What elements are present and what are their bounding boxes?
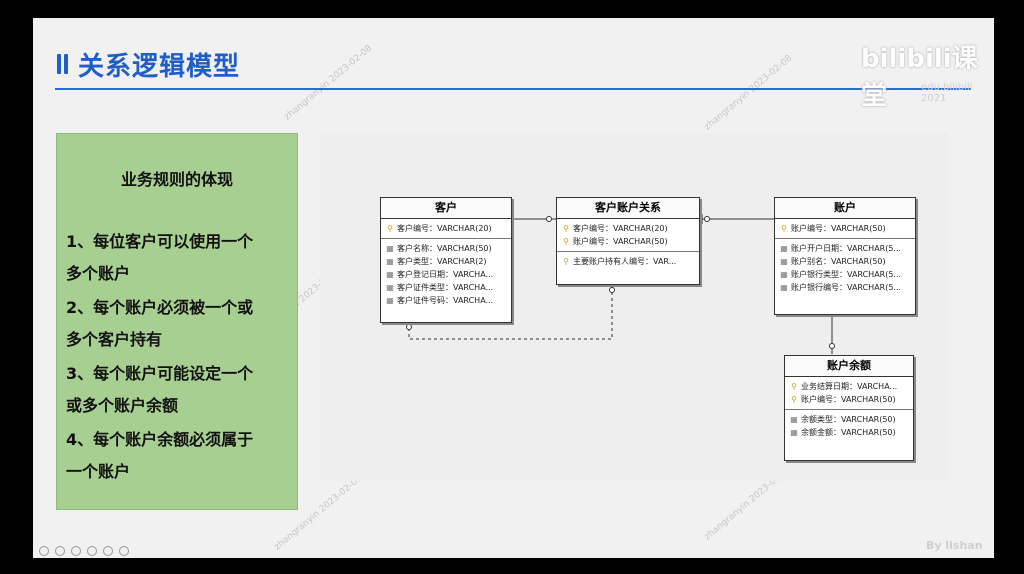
- pk-key-icon: ⚲: [781, 224, 787, 233]
- key-section: ⚲账户编号：VARCHAR(50): [775, 219, 915, 239]
- rules-heading: 业务规则的体现: [120, 170, 233, 189]
- attribute[interactable]: ▦账户银行编号：VARCHAR(5...: [780, 283, 902, 292]
- rule-line: 3、每个账户可能设定一个: [66, 364, 254, 383]
- attribute[interactable]: ▦客户类型：VARCHAR(2): [386, 257, 487, 266]
- pen-icon[interactable]: [71, 546, 81, 556]
- entity-title: 账户余额: [785, 356, 913, 377]
- rule-line: 或多个账户余额: [66, 396, 179, 415]
- attribute-section: ▦账户开户日期：VARCHAR(5... ▦账户别名：VARCHAR(50) ▦…: [775, 239, 915, 297]
- brand-logo: bilibili课堂: [861, 44, 978, 111]
- optional-marker: [704, 216, 710, 222]
- prev-slide-icon[interactable]: [39, 546, 49, 556]
- column-icon: ▦: [790, 415, 798, 424]
- entity-title: 账户: [775, 198, 915, 219]
- column-icon: ▦: [386, 257, 394, 266]
- key-attribute[interactable]: ⚲账户编号：VARCHAR(50): [775, 222, 915, 235]
- optional-marker: [609, 287, 615, 293]
- next-slide-icon[interactable]: [55, 546, 65, 556]
- entity-account-balance[interactable]: 账户余额 ⚲业务结算日期：VARCHA... ⚲账户编号：VARCHAR(50)…: [784, 355, 914, 461]
- optional-marker: [546, 216, 552, 222]
- entity-title: 客户账户关系: [557, 198, 699, 219]
- column-icon: ▦: [386, 270, 394, 279]
- attribute[interactable]: ▦账户开户日期：VARCHAR(5...: [780, 244, 902, 253]
- attribute-section: ▦客户名称：VARCHAR(50) ▦客户类型：VARCHAR(2) ▦客户登记…: [381, 239, 511, 310]
- pk-key-icon: ⚲: [791, 382, 797, 391]
- column-icon: ▦: [386, 296, 394, 305]
- column-icon: ▦: [780, 283, 788, 292]
- entity-title: 客户: [381, 198, 511, 219]
- footer-author: By lishan: [926, 539, 983, 552]
- menu-icon[interactable]: [87, 546, 97, 556]
- attribute[interactable]: ▦余额金额：VARCHAR(50): [790, 428, 896, 437]
- key-section: ⚲业务结算日期：VARCHA... ⚲账户编号：VARCHAR(50): [785, 377, 913, 410]
- entity-customer[interactable]: 客户 ⚲客户编号：VARCHAR(20) ▦客户名称：VARCHAR(50) ▦…: [380, 197, 512, 323]
- pfk-key-icon: ⚲: [563, 224, 569, 233]
- slide-title-bar: 关系逻辑模型: [57, 46, 240, 82]
- column-icon: ▦: [780, 244, 788, 253]
- pfk-key-icon: ⚲: [563, 237, 569, 246]
- attribute[interactable]: ▦账户银行类型：VARCHAR(5...: [780, 270, 902, 279]
- column-icon: ▦: [780, 257, 788, 266]
- attribute-section: ⚲主要账户持有人编号：VAR...: [557, 252, 699, 271]
- column-icon: ▦: [790, 428, 798, 437]
- zoom-icon[interactable]: [103, 546, 113, 556]
- title-divider: [55, 88, 971, 90]
- watermark: zhangranyin 2023-02-08: [282, 43, 375, 123]
- entity-account[interactable]: 账户 ⚲账户编号：VARCHAR(50) ▦账户开户日期：VARCHAR(5..…: [774, 197, 916, 315]
- attribute[interactable]: ⚲主要账户持有人编号：VAR...: [557, 255, 699, 268]
- business-rules-panel: 业务规则的体现 1、每位客户可以使用一个 多个账户 2、每个账户必须被一个或 多…: [56, 133, 298, 510]
- rule-line: 4、每个账户余额必须属于: [66, 430, 254, 449]
- column-icon: ▦: [780, 270, 788, 279]
- optional-marker: [406, 324, 412, 330]
- key-section: ⚲客户编号：VARCHAR(20) ⚲账户编号：VARCHAR(50): [557, 219, 699, 252]
- column-icon: ▦: [386, 283, 394, 292]
- pk-key-icon: ⚲: [387, 224, 393, 233]
- attribute[interactable]: ▦账户别名：VARCHAR(50): [780, 257, 886, 266]
- more-icon[interactable]: [119, 546, 129, 556]
- fk-icon: ⚲: [563, 257, 569, 266]
- attribute[interactable]: ▦客户登记日期：VARCHA...: [386, 270, 494, 279]
- attribute[interactable]: ▦客户证件类型：VARCHA...: [386, 283, 494, 292]
- rule-line: 多个账户: [66, 264, 131, 283]
- key-section: ⚲客户编号：VARCHAR(20): [381, 219, 511, 239]
- attribute-section: ▦余额类型：VARCHAR(50) ▦余额金额：VARCHAR(50): [785, 410, 913, 442]
- optional-marker: [829, 343, 835, 349]
- rule-line: 一个账户: [66, 462, 131, 481]
- slide-title: 关系逻辑模型: [78, 51, 241, 82]
- er-diagram: 客户 ⚲客户编号：VARCHAR(20) ▦客户名称：VARCHAR(50) ▦…: [320, 133, 948, 481]
- title-bars-icon: [57, 54, 68, 74]
- pfk-key-icon: ⚲: [791, 395, 797, 404]
- key-attribute[interactable]: ⚲账户编号：VARCHAR(50): [785, 393, 913, 406]
- brand-subtext: edu.bilibili 2021: [921, 82, 973, 104]
- watermark: zhangranyin 2023-02-08: [702, 53, 795, 133]
- column-icon: ▦: [386, 244, 394, 253]
- attribute[interactable]: ▦客户证件号码：VARCHA...: [386, 296, 494, 305]
- slide: zhangranyin 2023-02-08 zhangranyin 2023-…: [33, 18, 994, 558]
- key-attribute[interactable]: ⚲业务结算日期：VARCHA...: [785, 380, 913, 393]
- rule-line: 2、每个账户必须被一个或: [66, 298, 254, 317]
- attribute[interactable]: ▦余额类型：VARCHAR(50): [790, 415, 896, 424]
- rule-line: 多个客户持有: [66, 330, 163, 349]
- key-attribute[interactable]: ⚲账户编号：VARCHAR(50): [557, 235, 699, 248]
- rule-line: 1、每位客户可以使用一个: [66, 232, 254, 251]
- attribute[interactable]: ▦客户名称：VARCHAR(50): [386, 244, 492, 253]
- entity-customer-account-relation[interactable]: 客户账户关系 ⚲客户编号：VARCHAR(20) ⚲账户编号：VARCHAR(5…: [556, 197, 700, 285]
- key-attribute[interactable]: ⚲客户编号：VARCHAR(20): [557, 222, 699, 235]
- non-identifying-line: [408, 285, 613, 340]
- key-attribute[interactable]: ⚲客户编号：VARCHAR(20): [381, 222, 511, 235]
